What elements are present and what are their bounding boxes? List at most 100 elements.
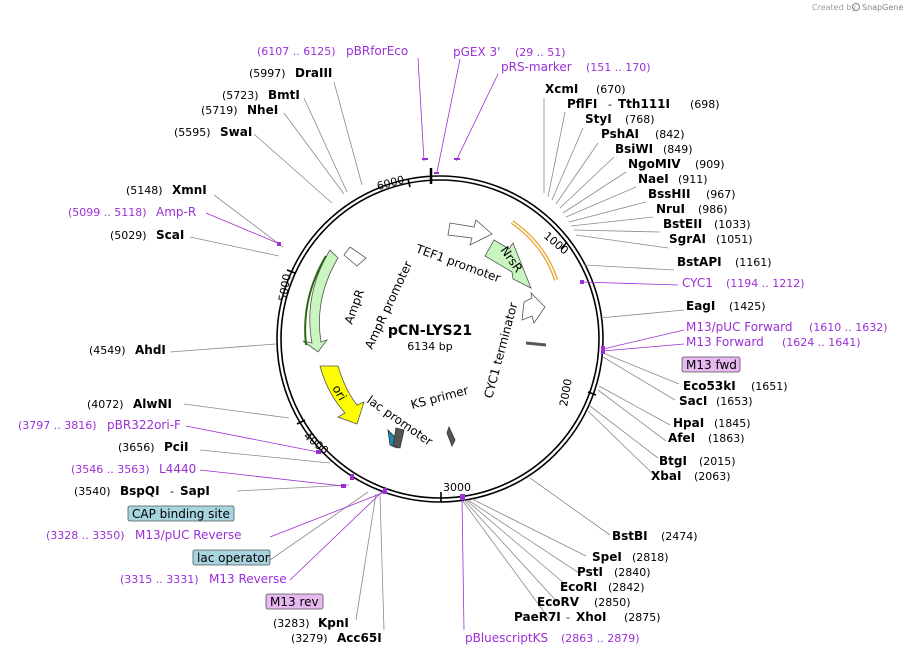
enzyme-pshai[interactable]: PshAI — [601, 127, 639, 141]
enzyme-styi[interactable]: StyI — [585, 112, 612, 126]
tick-5000: 5000 — [276, 273, 294, 303]
enzyme-bspqi[interactable]: BspQI — [120, 484, 160, 498]
enzyme-draiii[interactable]: DraIII — [295, 66, 332, 80]
enzyme-labels-left: (5997) DraIII (5723) BmtI (5719) NheI (5… — [74, 66, 382, 645]
enzyme-scai[interactable]: ScaI — [156, 228, 184, 242]
primer-m13-puc-forward[interactable]: M13/pUC Forward — [686, 320, 793, 334]
svg-text:(1425): (1425) — [729, 300, 766, 313]
primer-pbrforeco[interactable]: pBRforEco — [346, 44, 408, 58]
primer-prs-marker[interactable]: pRS-marker — [501, 60, 572, 74]
m13fwd-primer-bar — [525, 341, 547, 347]
svg-text:(1651): (1651) — [751, 380, 788, 393]
enzyme-sapi[interactable]: SapI — [180, 484, 210, 498]
enzyme-paer7i[interactable]: PaeR7I — [514, 610, 561, 624]
primer-pbr322ori-f[interactable]: pBR322ori-F — [107, 418, 181, 432]
svg-text:(1194 .. 1212): (1194 .. 1212) — [726, 277, 805, 290]
svg-text:(6107 .. 6125): (6107 .. 6125) — [257, 45, 336, 58]
svg-text:(5148): (5148) — [126, 184, 163, 197]
svg-text:(967): (967) — [706, 188, 736, 201]
primer-m13-forward[interactable]: M13 Forward — [686, 335, 764, 349]
enzyme-btgi[interactable]: BtgI — [659, 454, 687, 468]
enzyme-bstapi[interactable]: BstAPI — [677, 255, 722, 269]
enzyme-psti[interactable]: PstI — [577, 565, 603, 579]
primer-amp-r[interactable]: Amp-R — [156, 205, 196, 219]
svg-text:(986): (986) — [698, 203, 728, 216]
plasmid-name: pCN-LYS21 — [388, 323, 472, 339]
tick-4000: 4000 — [301, 429, 331, 457]
enzyme-bsiwi[interactable]: BsiWI — [615, 142, 653, 156]
cyc1-terminator-arrow[interactable] — [521, 291, 546, 324]
enzyme-alwni[interactable]: AlwNI — [133, 397, 172, 411]
enzyme-afei[interactable]: AfeI — [668, 431, 695, 445]
nrsr-gene[interactable] — [484, 239, 532, 289]
enzyme-bsteii[interactable]: BstEII — [663, 217, 702, 231]
enzyme-ecori[interactable]: EcoRI — [560, 580, 597, 594]
lac-operator-box[interactable] — [192, 549, 271, 566]
primer-l4440[interactable]: L4440 — [159, 462, 196, 476]
svg-text:(849): (849) — [663, 143, 693, 156]
tick-2000: 2000 — [557, 378, 575, 408]
enzyme-naei[interactable]: NaeI — [638, 172, 669, 186]
svg-text:(670): (670) — [596, 83, 626, 96]
ori-region[interactable] — [319, 365, 365, 425]
m13-fwd-box[interactable] — [681, 356, 741, 373]
enzyme-ahdi[interactable]: AhdI — [135, 343, 166, 357]
enzyme-sgrai[interactable]: SgrAI — [669, 232, 706, 246]
enzyme-saci[interactable]: SacI — [679, 394, 707, 408]
svg-text:(1051): (1051) — [716, 233, 753, 246]
enzyme-tth111i[interactable]: Tth111I — [618, 97, 670, 111]
cap-binding-site-box[interactable] — [127, 505, 235, 522]
backbone-outer — [276, 175, 604, 503]
svg-text:(3315 .. 3331): (3315 .. 3331) — [120, 573, 199, 586]
enzyme-pcii[interactable]: PciI — [164, 440, 189, 454]
enzyme-eco53ki[interactable]: Eco53kI — [683, 379, 736, 393]
svg-text:(2063): (2063) — [694, 470, 731, 483]
enzyme-ecorv[interactable]: EcoRV — [537, 595, 580, 609]
svg-text:(3328 .. 3350): (3328 .. 3350) — [46, 529, 125, 542]
enzyme-nhei[interactable]: NheI — [247, 103, 278, 117]
svg-text:(5099 .. 5118): (5099 .. 5118) — [68, 206, 147, 219]
lac-promoter-arrow[interactable] — [392, 427, 405, 449]
primer-m13-puc-reverse[interactable]: M13/pUC Reverse — [135, 528, 242, 542]
enzyme-eagi[interactable]: EagI — [686, 299, 715, 313]
enzyme-xbai[interactable]: XbaI — [651, 469, 681, 483]
tick-1000: 1000 — [541, 229, 571, 257]
enzyme-nrui[interactable]: NruI — [656, 202, 685, 216]
primer-cyc1[interactable]: CYC1 — [682, 276, 713, 290]
svg-text:(2474): (2474) — [661, 530, 698, 543]
ampr-promoter-arrow[interactable] — [343, 246, 367, 267]
tef1-promoter-arrow[interactable] — [447, 219, 493, 246]
enzyme-acc65i[interactable]: Acc65I — [337, 631, 382, 645]
enzyme-swai[interactable]: SwaI — [220, 125, 252, 139]
enzyme-xcmi[interactable]: XcmI — [545, 82, 578, 96]
svg-text:(3283): (3283) — [273, 617, 310, 630]
m13-rev-box[interactable] — [265, 593, 324, 610]
ks-primer-arrow[interactable] — [446, 425, 456, 447]
enzyme-spei[interactable]: SpeI — [592, 550, 622, 564]
svg-text:(1863): (1863) — [708, 432, 745, 445]
tef1-promoter-label: TEF1 promoter — [413, 241, 502, 285]
enzyme-bsshii[interactable]: BssHII — [648, 187, 690, 201]
tick-marks — [286, 178, 597, 502]
enzyme-bmti[interactable]: BmtI — [268, 88, 300, 102]
primer-pbluescriptks[interactable]: pBluescriptKS — [465, 631, 548, 645]
svg-text:(2842): (2842) — [608, 581, 645, 594]
svg-text:-: - — [566, 611, 570, 624]
svg-text:(5029): (5029) — [110, 229, 147, 242]
enzyme-ngomiv[interactable]: NgoMIV — [628, 157, 681, 171]
ampr-gene[interactable] — [302, 249, 339, 353]
svg-text:(151 .. 170): (151 .. 170) — [586, 61, 651, 74]
enzyme-xmni[interactable]: XmnI — [172, 183, 207, 197]
enzyme-xhoi[interactable]: XhoI — [576, 610, 607, 624]
svg-text:(911): (911) — [678, 173, 708, 186]
enzyme-bstbi[interactable]: BstBI — [612, 529, 648, 543]
enzyme-pflfi[interactable]: PflFI — [567, 97, 597, 111]
primer-pgex3[interactable]: pGEX 3' — [453, 45, 500, 59]
primer-leaders — [185, 57, 685, 631]
plasmid-size: 6134 bp — [407, 340, 452, 353]
primer-m13-reverse[interactable]: M13 Reverse — [209, 572, 287, 586]
enzyme-kpni[interactable]: KpnI — [318, 616, 349, 630]
svg-text:(1610 .. 1632): (1610 .. 1632) — [809, 321, 888, 334]
enzyme-hpai[interactable]: HpaI — [673, 416, 704, 430]
